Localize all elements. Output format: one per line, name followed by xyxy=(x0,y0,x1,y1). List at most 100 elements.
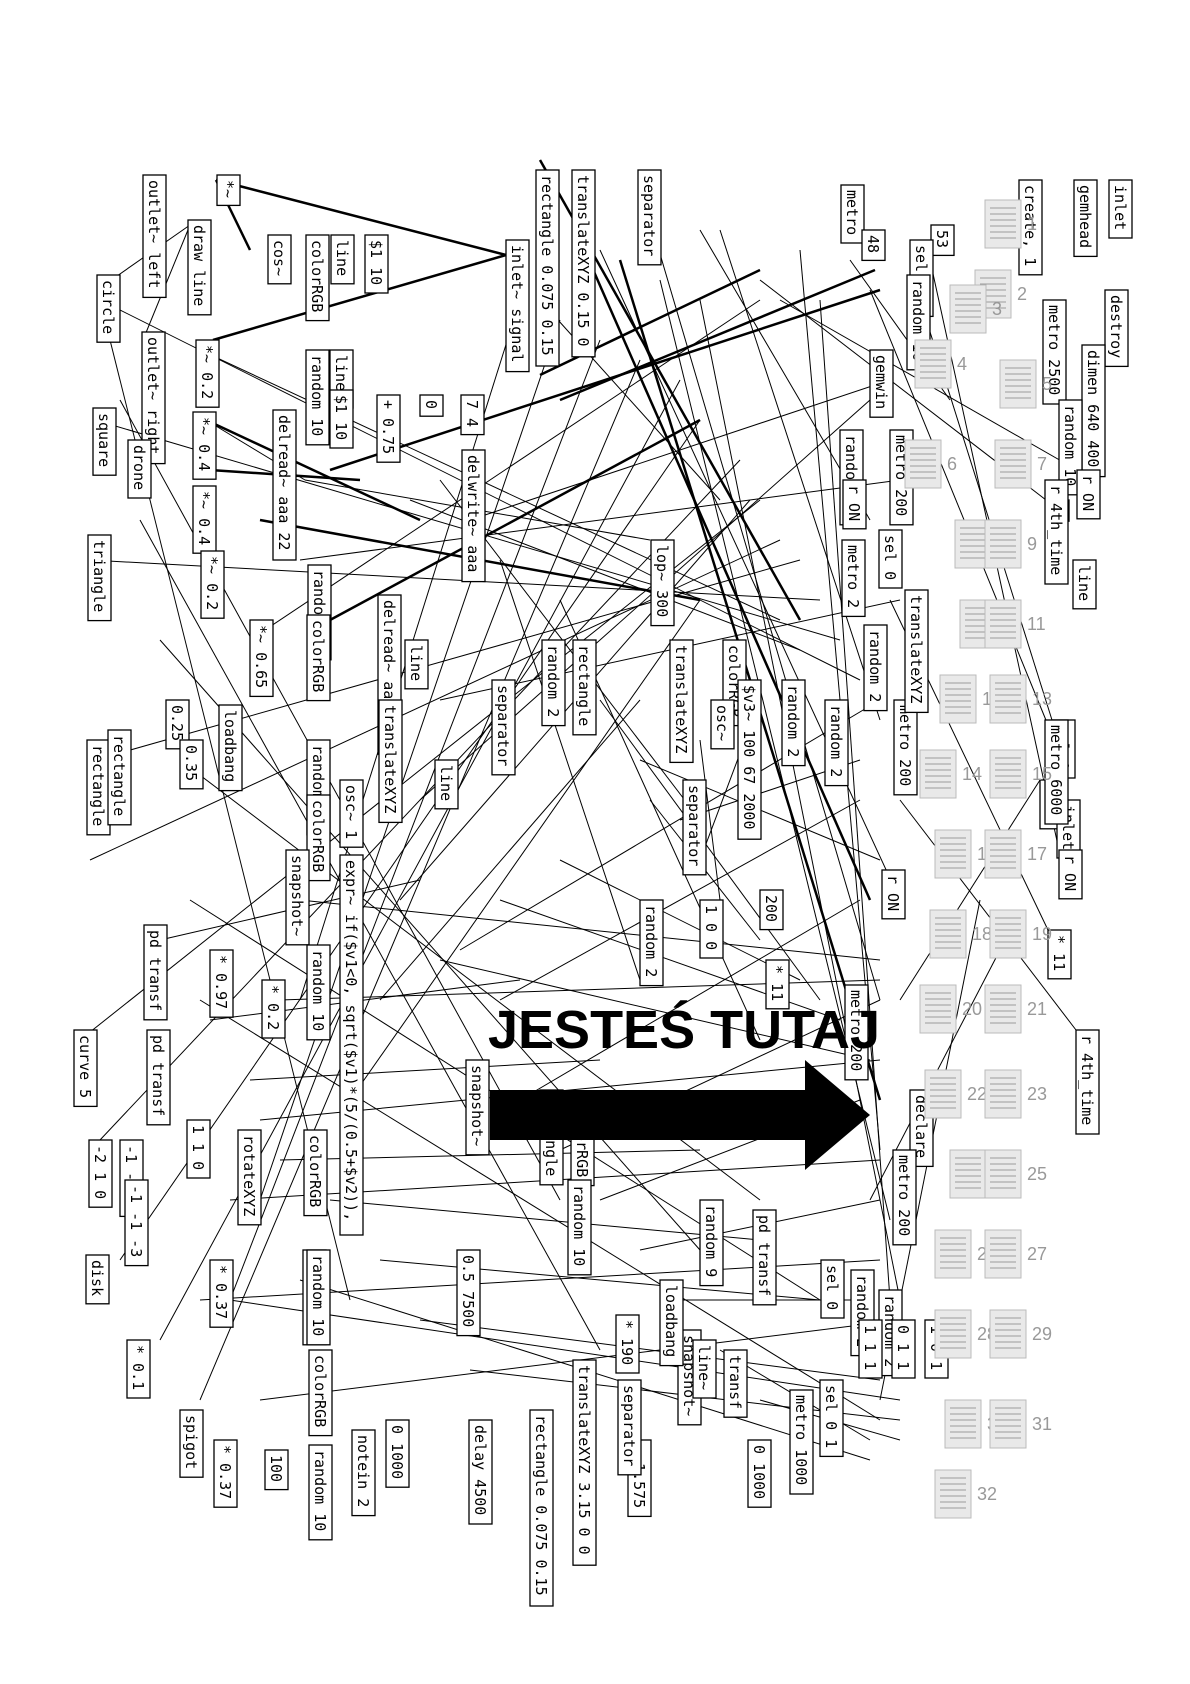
slide-thumbnail-number: 6 xyxy=(947,454,957,474)
pd-object: * 0.1 xyxy=(127,1340,150,1398)
slide-thumbnail: 23 xyxy=(985,1070,1047,1118)
pd-object: random 10 xyxy=(568,1180,591,1275)
pd-object-label: -2 1 0 xyxy=(91,1145,109,1199)
pd-object-label: line xyxy=(437,765,455,801)
slide-thumbnail-number: 4 xyxy=(957,354,967,374)
pd-object: snapshot~ xyxy=(466,1060,489,1155)
pd-object-label: draw line xyxy=(190,225,208,306)
patch-cord xyxy=(580,240,870,900)
pd-object-label: osc~ 1 xyxy=(342,785,360,839)
pd-object-label: random 2 xyxy=(866,630,884,702)
slide-thumbnail-page xyxy=(985,1150,1021,1198)
slide-thumbnail: 17 xyxy=(985,830,1047,878)
pd-object: line xyxy=(331,235,354,284)
slide-thumbnail: 9 xyxy=(985,520,1037,568)
pd-object-label: random 2 xyxy=(642,905,660,977)
pd-object-label: * 11 xyxy=(768,965,786,1001)
pd-object-label: * 11 xyxy=(1050,935,1068,971)
pd-object: loadbang xyxy=(219,705,242,791)
pd-object: translateXYZ xyxy=(670,640,693,762)
pd-object-label: 7 4 xyxy=(463,400,481,427)
slide-thumbnail: 18 xyxy=(930,910,992,958)
pd-object: line xyxy=(1073,560,1096,609)
pd-object-label: * 0.37 xyxy=(212,1265,230,1319)
slide-thumbnail-number: 29 xyxy=(1032,1324,1052,1344)
pd-object-label: random 10 xyxy=(309,950,327,1031)
pd-object: transf xyxy=(724,1350,747,1417)
pd-object-label: *~ 0.4 xyxy=(195,491,213,545)
patch-objects: outlet~ left*~draw linecirclecos~colorRG… xyxy=(74,170,1132,1606)
pd-object-label: loadbang xyxy=(662,1285,680,1357)
pd-object: sel 0 xyxy=(879,530,902,588)
pd-object: triangle xyxy=(88,535,111,621)
pd-object: random 2 xyxy=(542,640,565,726)
pd-object: metro xyxy=(841,185,864,243)
slide-thumbnail-number: 19 xyxy=(1032,924,1052,944)
pd-object-label: square xyxy=(95,413,113,467)
pd-object: pd transf xyxy=(147,1030,170,1125)
pd-object: 48 xyxy=(862,230,885,260)
slide-thumbnail: 4 xyxy=(915,340,967,388)
pd-object: draw line xyxy=(188,220,211,315)
slide-thumbnail-page xyxy=(990,910,1026,958)
pd-object-label: r ON xyxy=(884,875,902,911)
pd-object-label: cos~ xyxy=(270,240,288,276)
slide-thumbnail: 14 xyxy=(920,750,982,798)
pd-object-label: *~ xyxy=(219,180,237,198)
pd-object-label: colorRGB xyxy=(309,620,327,692)
pd-object: 0.5 7500 xyxy=(457,1250,480,1336)
pd-object-label: rectangle xyxy=(110,735,128,816)
pd-object: -2 1 0 xyxy=(89,1140,112,1207)
pd-object: rectangle 0.075 0.15 xyxy=(530,1410,553,1606)
pd-object-label: colorRGB xyxy=(306,1135,324,1207)
slide-thumbnail-number: 7 xyxy=(1037,454,1047,474)
pd-object-label: 0 xyxy=(422,400,440,409)
patch-cord xyxy=(300,480,900,560)
pd-object: 0.35 xyxy=(180,740,203,789)
slide-thumbnail-number: 2 xyxy=(1017,284,1027,304)
pd-object-label: random 2 xyxy=(544,645,562,717)
slide-thumbnail-number: 1 xyxy=(1027,214,1037,234)
pd-object: snapshot~ xyxy=(286,850,309,945)
slide-thumbnail-number: 13 xyxy=(1032,689,1052,709)
pd-object: 1 1 1 xyxy=(859,1320,882,1378)
pd-object: expr~ if($v1<0, sqrt($v1)*(5/(0.5+$v2)), xyxy=(340,855,363,1235)
slide-thumbnail: 27 xyxy=(985,1230,1047,1278)
pd-object: pd transf xyxy=(753,1210,776,1305)
pd-object: random 2 xyxy=(825,700,848,786)
patch-cord xyxy=(330,1200,760,1240)
slide-thumbnail: 22 xyxy=(925,1070,987,1118)
slide-thumbnail-page xyxy=(995,440,1031,488)
pd-object: gemhead xyxy=(1074,180,1097,256)
pd-object-label: triangle xyxy=(90,540,108,612)
pd-object-label: *~ 0.4 xyxy=(195,417,213,471)
slide-thumbnail: 25 xyxy=(985,1150,1047,1198)
pd-object: dimen 640 400 xyxy=(1082,345,1105,477)
slide-thumbnail-page xyxy=(945,1400,981,1448)
slide-thumbnail-page xyxy=(935,1470,971,1518)
patch-cord xyxy=(216,180,506,255)
pd-object: r ON xyxy=(1077,470,1100,519)
pd-object: rectangle xyxy=(87,740,110,835)
slide-thumbnail-page xyxy=(985,1070,1021,1118)
pd-object-label: *~ 0.2 xyxy=(198,345,216,399)
pd-object: 7 4 xyxy=(461,395,484,435)
slide-thumbnail-number: 27 xyxy=(1027,1244,1047,1264)
pd-object: translateXYZ xyxy=(379,700,402,822)
slide-thumbnail: 20 xyxy=(920,985,982,1033)
pd-object: metro 200 xyxy=(894,700,917,795)
pd-object-label: 0.25 xyxy=(168,705,186,741)
pd-object-label: *~ 0.2 xyxy=(203,556,221,610)
pd-object: * 0.37 xyxy=(214,1440,237,1507)
pd-object-label: line~ xyxy=(695,1345,713,1390)
pd-object: drone xyxy=(128,440,151,498)
slide-thumbnail-page xyxy=(985,200,1021,248)
pd-object-label: metro 200 xyxy=(896,705,914,786)
slide-thumbnail-page xyxy=(985,1230,1021,1278)
pd-object-label: line xyxy=(1075,565,1093,601)
pd-object-label: r ON xyxy=(845,485,863,521)
pd-object: $v3~ 100 67 2000 xyxy=(738,680,761,839)
slide-thumbnail: 19 xyxy=(990,910,1052,958)
pd-object-label: loadbang xyxy=(221,710,239,782)
pd-object: r 4th_time xyxy=(1076,1030,1099,1134)
